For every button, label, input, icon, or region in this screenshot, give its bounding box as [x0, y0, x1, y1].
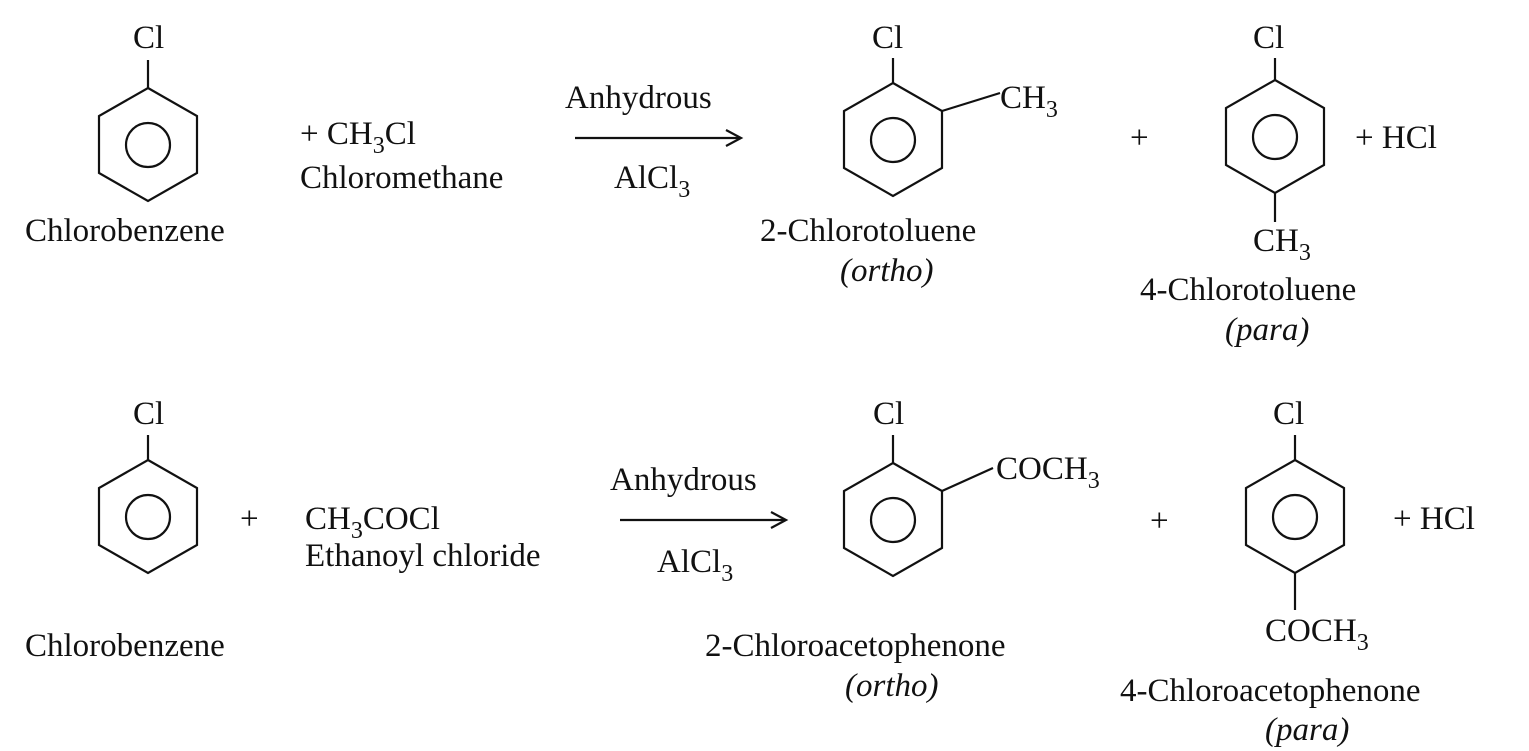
para-label: (para) — [1265, 712, 1350, 748]
ortho-product-name: 2-Chloroacetophenone — [705, 628, 1006, 664]
ortho-substituent-cl: Cl — [872, 20, 904, 56]
reactant-name: Chlorobenzene — [25, 213, 225, 249]
condition-above: Anhydrous — [610, 462, 757, 498]
para-product-name: 4-Chloroacetophenone — [1120, 673, 1421, 709]
plus-sign: + — [240, 501, 259, 537]
benzene-ring-chlorobenzene-2 — [97, 435, 199, 575]
para-substituent-coch3: COCH3 — [1265, 613, 1369, 656]
substituent-cl: Cl — [133, 396, 165, 432]
ortho-substituent-ch3: CH3 — [1000, 80, 1058, 123]
benzene-ring-ortho-chlorotoluene — [842, 58, 1001, 198]
byproduct-hcl: + HCl — [1355, 120, 1437, 156]
byproduct-hcl: + HCl — [1393, 501, 1475, 537]
reagent-name: Ethanoyl chloride — [305, 538, 541, 574]
ortho-label: (ortho) — [840, 253, 934, 289]
reagent-formula: CH3COCl — [305, 501, 440, 544]
benzene-ring-ortho-chloroacetophenone — [842, 435, 994, 578]
benzene-ring-chlorobenzene-1 — [97, 60, 199, 203]
benzene-ring-para-chlorotoluene — [1224, 58, 1326, 222]
plus-sign: + — [1150, 503, 1169, 539]
substituent-cl: Cl — [133, 20, 165, 56]
ortho-substituent-coch3: COCH3 — [996, 451, 1100, 494]
reactant-name: Chlorobenzene — [25, 628, 225, 664]
arrow-head-1 — [725, 129, 744, 147]
reagent-formula: + CH3Cl — [300, 116, 416, 159]
arrow-head-2 — [770, 511, 789, 529]
ortho-substituent-cl: Cl — [873, 396, 905, 432]
para-substituent-cl: Cl — [1253, 20, 1285, 56]
ortho-product-name: 2-Chlorotoluene — [760, 213, 977, 249]
benzene-ring-para-chloroacetophenone — [1244, 435, 1346, 610]
condition-catalyst: AlCl3 — [657, 544, 734, 587]
condition-catalyst: AlCl3 — [614, 160, 691, 203]
para-product-name: 4-Chlorotoluene — [1140, 272, 1357, 308]
condition-above: Anhydrous — [565, 80, 712, 116]
para-label: (para) — [1225, 312, 1310, 348]
para-substituent-ch3: CH3 — [1253, 223, 1311, 266]
plus-sign: + — [1130, 120, 1149, 156]
reagent-name: Chloromethane — [300, 160, 504, 196]
para-substituent-cl: Cl — [1273, 396, 1305, 432]
ortho-label: (ortho) — [845, 668, 939, 704]
